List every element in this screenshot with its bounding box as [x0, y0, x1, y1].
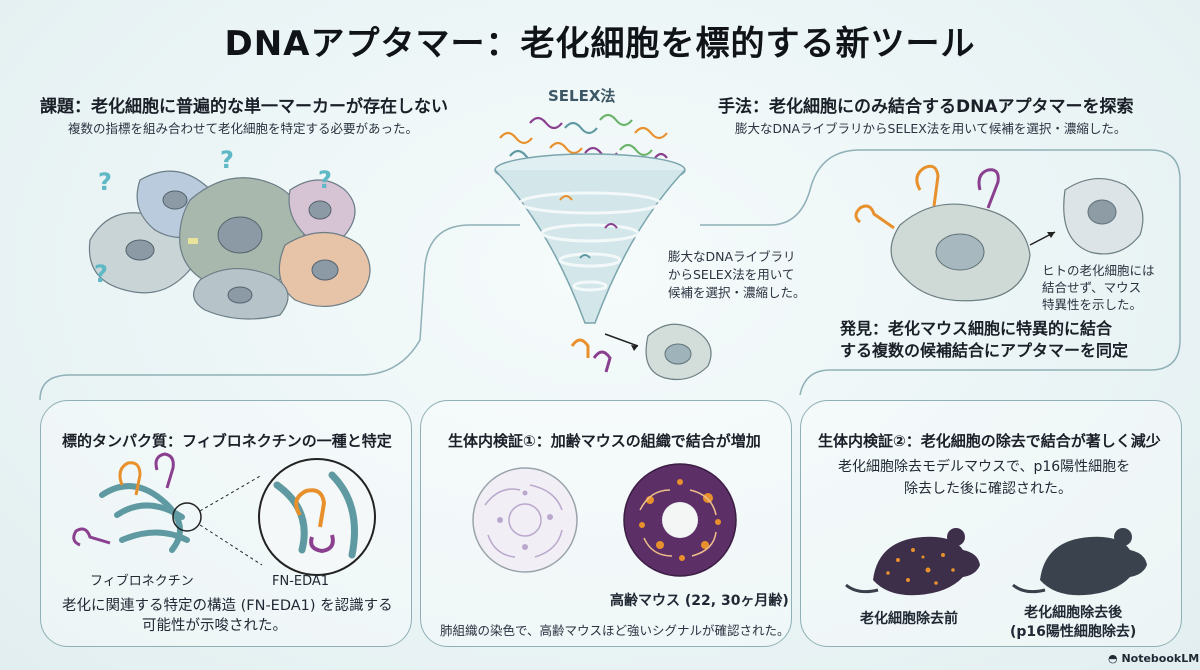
human-note-line: ヒトの老化細胞には: [1042, 263, 1155, 278]
human-note-line: 特異性を示した。: [1042, 297, 1143, 312]
old-mouse-label: 高齢マウス (22, 30ヶ月齢): [610, 593, 789, 609]
before-label: 老化細胞除去前: [860, 611, 958, 627]
protein-label: フィブロネクチン: [90, 574, 194, 589]
fibronectin-illustration: [72, 452, 376, 576]
lung-tissue-old-image: [623, 463, 737, 577]
target-heading: 標的タンパク質：フィブロネクチンの一種と特定: [62, 432, 392, 450]
problem-desc: 複数の指標を組み合わせて老化細胞を特定する必要があった。: [68, 121, 419, 136]
senescent-cells-illustration: [88, 170, 371, 320]
method-heading: 手法：老化細胞にのみ結合するDNAアプタマーを探索: [718, 97, 1134, 117]
page-title: DNAアプタマー：老化細胞を標的する新ツール: [224, 24, 976, 64]
discovery-heading-line: する複数の候補結合にアプタマーを同定: [840, 341, 1129, 360]
invivo1-heading: 生体内検証①：加齢マウスの組織で結合が増加: [448, 432, 761, 450]
question-mark-icon: ?: [94, 260, 108, 288]
brand-logo: ◓ NotebookLM: [1108, 652, 1199, 665]
after-label-line: (p16陽性細胞除去): [1010, 624, 1137, 640]
question-mark-icon: ?: [220, 146, 234, 174]
mouse-after-image: [1012, 528, 1147, 596]
discovery-illustration: [854, 164, 1144, 302]
invivo2-panel: [800, 400, 1182, 647]
invivo2-desc-line: 老化細胞除去モデルマウスで、p16陽性細胞を: [838, 459, 1131, 475]
question-mark-icon: ?: [318, 166, 332, 194]
question-mark-icon: ?: [98, 168, 112, 196]
target-desc-line: 老化に関連する特定の構造 (FN-EDA1) を認識する: [62, 598, 393, 614]
aptamer-binding-cell-illustration: [570, 323, 712, 381]
discovery-heading: 発見：老化マウス細胞に特異的に結合 する複数の候補結合にアプタマーを同定: [840, 318, 1128, 362]
domain-label: FN-EDA1: [272, 574, 330, 589]
selex-note-line: 膨大なDNAライブラリ: [668, 249, 796, 264]
invivo1-desc: 肺組織の染色で、高齢マウスほど強いシグナルが確認された。: [440, 623, 790, 638]
mouse-before-image: [845, 528, 980, 596]
notebook-icon: ◓: [1108, 652, 1122, 665]
selex-label: SELEX法: [548, 87, 616, 105]
selex-funnel-icon: [494, 113, 686, 324]
selex-note-line: からSELEX法を用いて: [668, 267, 795, 282]
brand-name: NotebookLM: [1121, 652, 1200, 665]
after-label: 老化細胞除去後 (p16陽性細胞除去): [1010, 604, 1136, 642]
invivo2-heading: 生体内検証②：老化細胞の除去で結合が著しく減少: [818, 432, 1161, 450]
invivo2-desc-line: 除去した後に確認された。: [904, 481, 1072, 497]
after-label-line: 老化細胞除去後: [1024, 605, 1123, 621]
selex-note-line: 候補を選択・濃縮した。: [668, 285, 806, 300]
problem-heading: 課題：老化細胞に普遍的な単一マーカーが存在しない: [40, 97, 448, 117]
discovery-heading-line: 発見：老化マウス細胞に特異的に結合: [840, 319, 1113, 338]
human-note: ヒトの老化細胞には 結合せず、マウス 特異性を示した。: [1042, 262, 1155, 313]
human-note-line: 結合せず、マウス: [1042, 280, 1142, 295]
selex-note: 膨大なDNAライブラリ からSELEX法を用いて 候補を選択・濃縮した。: [668, 248, 806, 302]
target-desc: 老化に関連する特定の構造 (FN-EDA1) を認識する 可能性が示唆された。: [62, 596, 393, 636]
target-desc-line: 可能性が示唆された。: [142, 618, 287, 634]
lung-tissue-young-image: [472, 467, 578, 573]
method-desc: 膨大なDNAライブラリからSELEX法を用いて候補を選択・濃縮した。: [735, 121, 1127, 136]
